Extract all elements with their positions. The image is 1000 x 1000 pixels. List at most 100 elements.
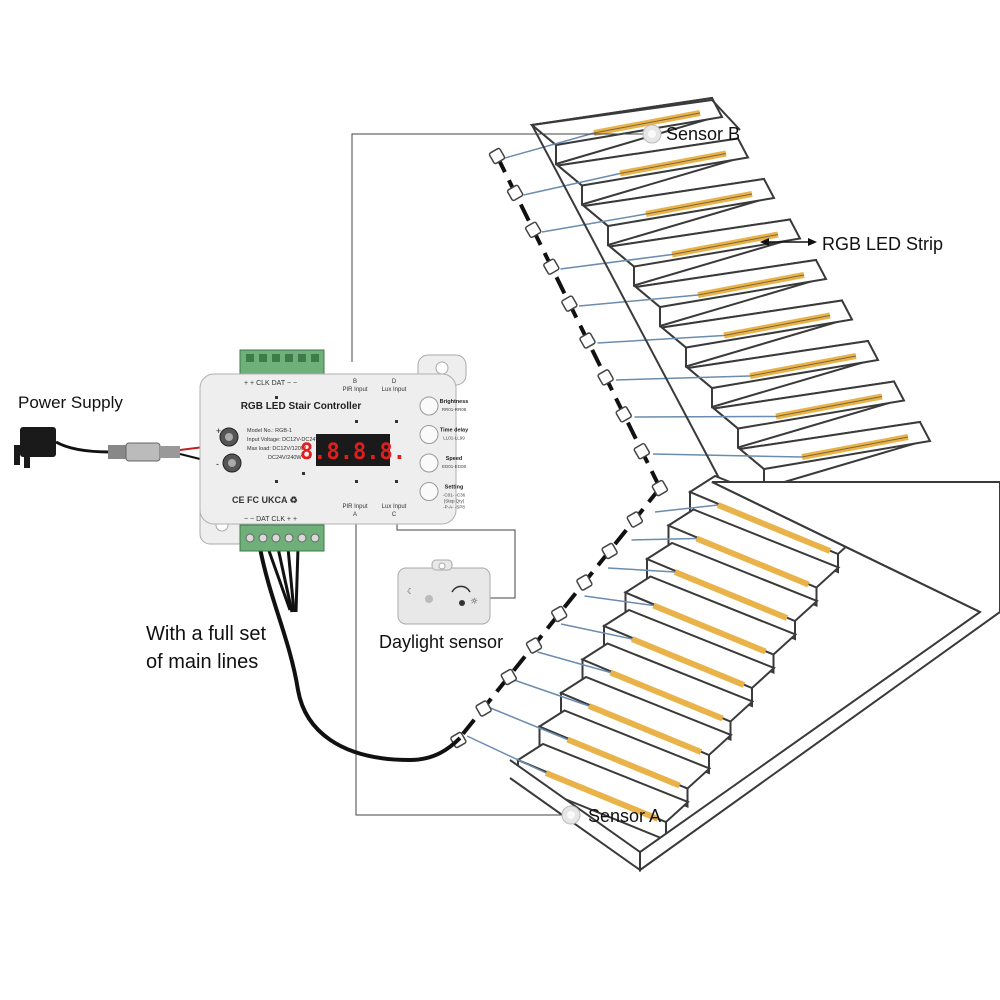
bottom-terminal-block	[239, 524, 325, 552]
controller-port-d: D	[392, 379, 397, 385]
cable-connector	[550, 605, 568, 623]
led-strip	[544, 770, 660, 822]
cable-connector	[633, 442, 651, 460]
button-label: Setting	[445, 485, 464, 491]
button-label: Brightness	[440, 399, 469, 405]
strip-wire	[597, 334, 725, 344]
button-sublabel: -C01- -C36	[443, 493, 466, 498]
controller-top-terminal-labels: + + CLK DAT − −	[244, 380, 297, 387]
strip-wire	[541, 213, 647, 233]
svg-text:☾: ☾	[407, 587, 414, 596]
controller-port-d-sub: Lux Input	[382, 387, 407, 393]
button-cap[interactable]	[419, 453, 439, 473]
upper-step	[652, 420, 932, 490]
svg-text:+: +	[216, 426, 221, 436]
cable-connector	[601, 542, 618, 560]
sensor-b-device	[642, 124, 662, 144]
label-sensor-b: Sensor B	[666, 124, 740, 144]
upper-step	[634, 380, 906, 449]
controller-port-a-sub: PIR Input	[342, 504, 367, 510]
strip-wire	[634, 415, 777, 418]
controller-port-c: C	[392, 512, 397, 518]
controller-port-a: A	[353, 512, 357, 518]
cable-connector	[576, 574, 593, 591]
led-strip	[652, 602, 767, 655]
cable-connector	[506, 184, 524, 202]
lower-step	[513, 675, 733, 775]
upper-step	[597, 299, 854, 368]
upper-step	[504, 96, 724, 166]
label-sensor-a: Sensor A	[588, 806, 661, 826]
spec-line: DC24V/240W	[268, 455, 302, 461]
button-label: Time delay	[440, 428, 469, 434]
spec-line: Input Voltage: DC12V-DC24V	[247, 437, 319, 443]
button-sublabel: ED01-ED08	[442, 464, 467, 469]
button-sublabel: LL01-LL99	[443, 436, 465, 441]
button-sublabel: -P-A- -SP8	[443, 505, 465, 510]
cable-connector	[525, 637, 543, 654]
strip-wire	[560, 623, 633, 640]
button-sublabel: RR01-RR08	[442, 407, 467, 412]
display-digits: 8.8.8.8.	[300, 440, 406, 465]
controller-bottom-terminal-labels: − − DAT CLK + +	[244, 516, 297, 523]
controller-button[interactable]: Setting-C01- -C36(Step Qty)-P-A- -SP8	[419, 482, 466, 510]
strip-wire	[584, 595, 654, 607]
button-cap[interactable]	[419, 482, 439, 501]
svg-text:-: -	[216, 459, 219, 469]
strip-wire	[615, 375, 751, 381]
controller-port-c-sub: Lux Input	[382, 504, 407, 510]
top-terminal-block	[239, 349, 325, 375]
strip-wire	[652, 453, 803, 458]
label-main-lines-1: With a full set	[146, 623, 266, 645]
power-input-terminals: + -	[216, 426, 242, 473]
controller-display	[316, 434, 390, 466]
cable-connector	[651, 479, 669, 497]
main-cable-run	[456, 155, 662, 742]
cable-connector	[597, 369, 614, 386]
upper-step	[523, 137, 750, 206]
strip-wire	[560, 253, 673, 270]
upper-step	[615, 339, 880, 409]
controller-title: RGB LED Stair Controller	[241, 401, 362, 412]
daylight-sensor-device: ☾ ☼	[397, 559, 491, 625]
power-adapter	[14, 427, 213, 468]
led-strip-pointer	[760, 238, 817, 246]
cable-connector	[488, 147, 506, 165]
cable-connector	[579, 332, 596, 349]
strip-wire	[631, 537, 697, 541]
cable-connector	[475, 700, 492, 717]
label-main-lines-2: of main lines	[146, 651, 258, 673]
strip-wire	[607, 567, 676, 573]
label-daylight-sensor: Daylight sensor	[379, 632, 503, 652]
strip-wire	[466, 735, 547, 774]
cable-connector	[626, 511, 644, 528]
strip-wire	[654, 504, 719, 513]
button-cap[interactable]	[419, 396, 439, 416]
cable-connector	[615, 406, 632, 423]
led-strip	[630, 636, 746, 688]
cable-connectors	[450, 147, 669, 749]
spec-line: Max load: DC12V/120W	[247, 446, 307, 452]
controller-port-b-sub: PIR Input	[342, 387, 367, 393]
button-cap[interactable]	[419, 425, 439, 444]
led-strip	[673, 569, 789, 621]
spec-line: Model No.: RGB-1	[247, 428, 292, 434]
strip-wire	[578, 294, 699, 307]
sensor-a-device	[561, 805, 581, 825]
lower-stair-flight	[466, 474, 862, 872]
cable-connector	[561, 295, 578, 312]
upper-stair-flight	[504, 96, 932, 490]
svg-text:☼: ☼	[470, 597, 478, 607]
led-strip	[716, 502, 832, 554]
cable-connector	[500, 668, 518, 686]
upper-step	[560, 218, 802, 287]
strip-wire	[523, 172, 621, 196]
label-power-supply: Power Supply	[18, 393, 123, 412]
controller-port-b: B	[353, 379, 357, 385]
strip-wire	[513, 679, 590, 707]
